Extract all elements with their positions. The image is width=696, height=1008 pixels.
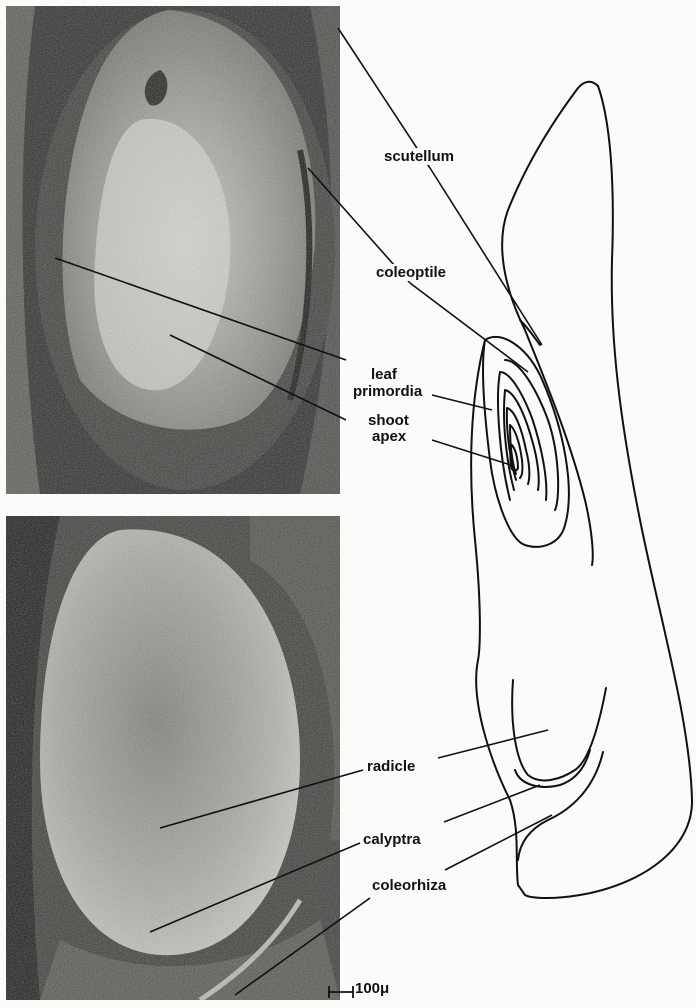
micrograph-top [6, 6, 340, 494]
micrograph-bottom [6, 516, 340, 1000]
leader-scutellum-photo [338, 28, 430, 168]
embryo-outer-outline [525, 86, 692, 898]
embryo-drawing [471, 82, 692, 898]
leader-radicle-drawing [438, 730, 548, 758]
calyptra-outline [515, 750, 590, 787]
leader-coleorhiza-drawing [445, 815, 552, 870]
scale-bar-label: 100μ [355, 980, 389, 997]
radicle-outline [512, 680, 606, 780]
leader-scutellum-drawing [430, 168, 542, 345]
label-shoot-apex-line1: shoot [368, 413, 409, 428]
leader-calyptra-drawing [444, 785, 540, 822]
label-leaf-primordia-line2: primordia [353, 384, 422, 399]
coleoptile-outline [483, 337, 569, 547]
label-coleoptile: coleoptile [374, 264, 448, 281]
label-scutellum: scutellum [382, 148, 456, 165]
label-coleorhiza: coleorhiza [372, 878, 446, 893]
label-leaf-primordia-line1: leaf [371, 367, 397, 382]
label-shoot-apex-line2: apex [372, 429, 406, 444]
label-calyptra: calyptra [363, 832, 421, 847]
label-radicle: radicle [367, 759, 415, 774]
coleorhiza-outline [518, 752, 603, 860]
scutellum-outline [502, 82, 598, 565]
